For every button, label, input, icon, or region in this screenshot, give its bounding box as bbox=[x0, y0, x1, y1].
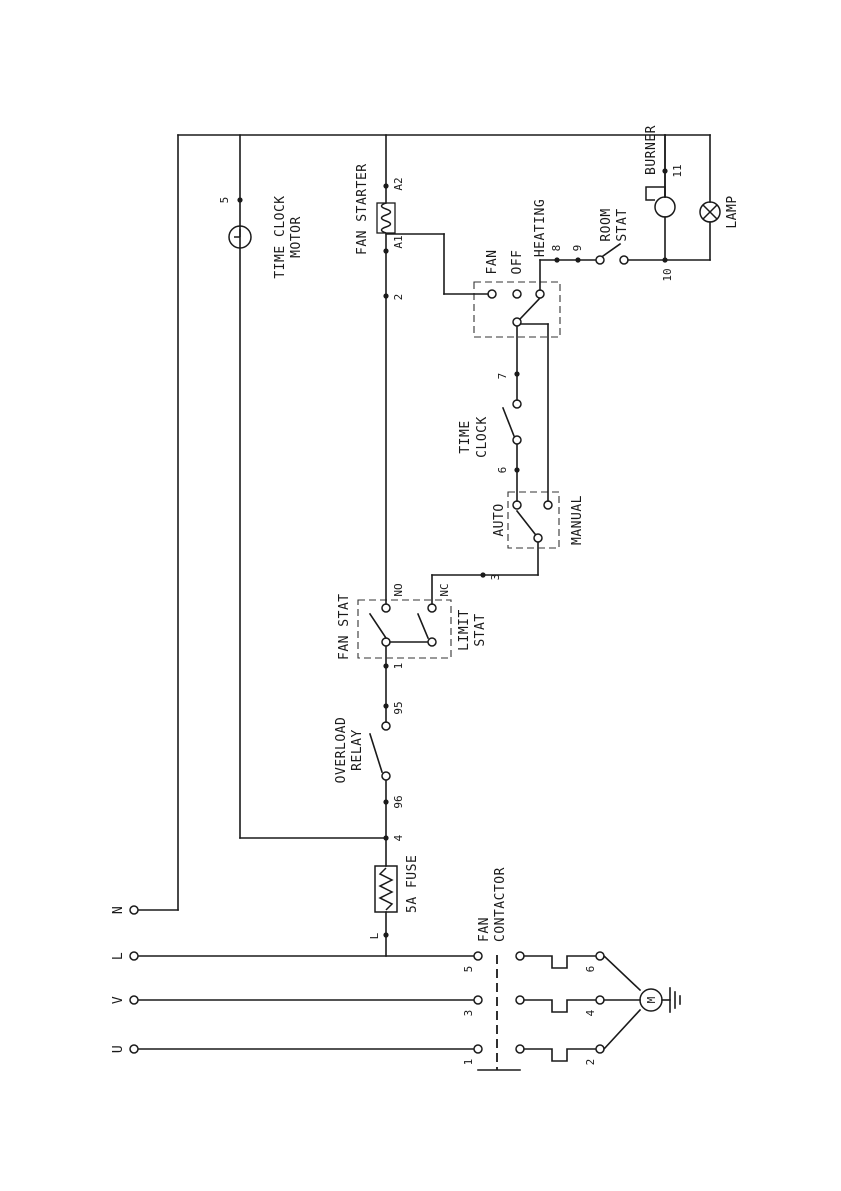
node-l-label: L bbox=[368, 932, 381, 939]
node-9-label: 9 bbox=[571, 245, 584, 252]
contactor-terminal-3: 3 bbox=[462, 1010, 475, 1017]
fan-stat-label: FAN STAT bbox=[337, 593, 352, 660]
overload-relay-label-2: RELAY bbox=[350, 729, 365, 771]
terminal-n-label: N bbox=[111, 906, 126, 914]
fan-contactor-label-2: CONTACTOR bbox=[493, 867, 508, 942]
fan-starter-label: FAN STARTER bbox=[355, 163, 370, 255]
node-3-label: 3 bbox=[489, 574, 502, 581]
heating-label: HEATING bbox=[533, 199, 548, 257]
supply-lines bbox=[130, 135, 710, 1053]
time-clock-motor-label-2: MOTOR bbox=[289, 216, 304, 258]
time-clock-motor-label-1: TIME CLOCK bbox=[273, 195, 288, 278]
node-2-label: 2 bbox=[392, 294, 405, 301]
fan-label: FAN bbox=[485, 250, 500, 275]
terminal-v-label: V bbox=[111, 996, 126, 1004]
node-5-label: 5 bbox=[218, 197, 231, 204]
node-8-label: 8 bbox=[550, 245, 563, 252]
fan-contactor bbox=[474, 952, 640, 1070]
node-4-label: 4 bbox=[392, 834, 405, 841]
node-10-label: 10 bbox=[661, 268, 674, 281]
nc-label: NC bbox=[438, 583, 451, 596]
a1-label: A1 bbox=[392, 235, 405, 248]
contactor-terminal-5: 5 bbox=[462, 966, 475, 973]
fuse-label: 5A FUSE bbox=[405, 855, 420, 913]
limit-stat-label-2: STAT bbox=[473, 613, 488, 646]
node-96-label: 96 bbox=[392, 795, 405, 808]
manual-label: MANUAL bbox=[570, 495, 585, 545]
motor-label: M bbox=[645, 996, 658, 1003]
node-7-label: 7 bbox=[496, 373, 509, 380]
time-clock-label-1: TIME bbox=[458, 420, 473, 453]
node-11-label: 11 bbox=[671, 164, 684, 177]
off-label: OFF bbox=[510, 250, 525, 275]
limit-stat-label-1: LIMIT bbox=[457, 609, 472, 651]
room-stat-label-1: ROOM bbox=[599, 208, 614, 241]
contactor-terminal-1: 1 bbox=[462, 1059, 475, 1066]
terminal-l-label: L bbox=[111, 952, 126, 960]
terminal-u-label: U bbox=[111, 1045, 126, 1053]
auto-label: AUTO bbox=[492, 503, 507, 536]
a2-label: A2 bbox=[392, 177, 405, 190]
lamp-label: LAMP bbox=[725, 195, 740, 228]
node-1-label: 1 bbox=[392, 663, 405, 670]
overload-relay-label-1: OVERLOAD bbox=[334, 717, 349, 784]
node-6-label: 6 bbox=[496, 467, 509, 474]
contactor-terminal-6: 6 bbox=[584, 966, 597, 973]
no-label: NO bbox=[392, 583, 405, 596]
motor: M bbox=[640, 988, 680, 1012]
room-stat-label-2: STAT bbox=[615, 208, 630, 241]
contactor-terminal-2: 2 bbox=[584, 1059, 597, 1066]
node-95-label: 95 bbox=[392, 701, 405, 714]
contactor-terminal-4: 4 bbox=[584, 1009, 597, 1016]
burner-label: BURNER bbox=[644, 125, 659, 175]
time-clock-label-2: CLOCK bbox=[475, 416, 490, 458]
fan-contactor-label-1: FAN bbox=[477, 917, 492, 942]
